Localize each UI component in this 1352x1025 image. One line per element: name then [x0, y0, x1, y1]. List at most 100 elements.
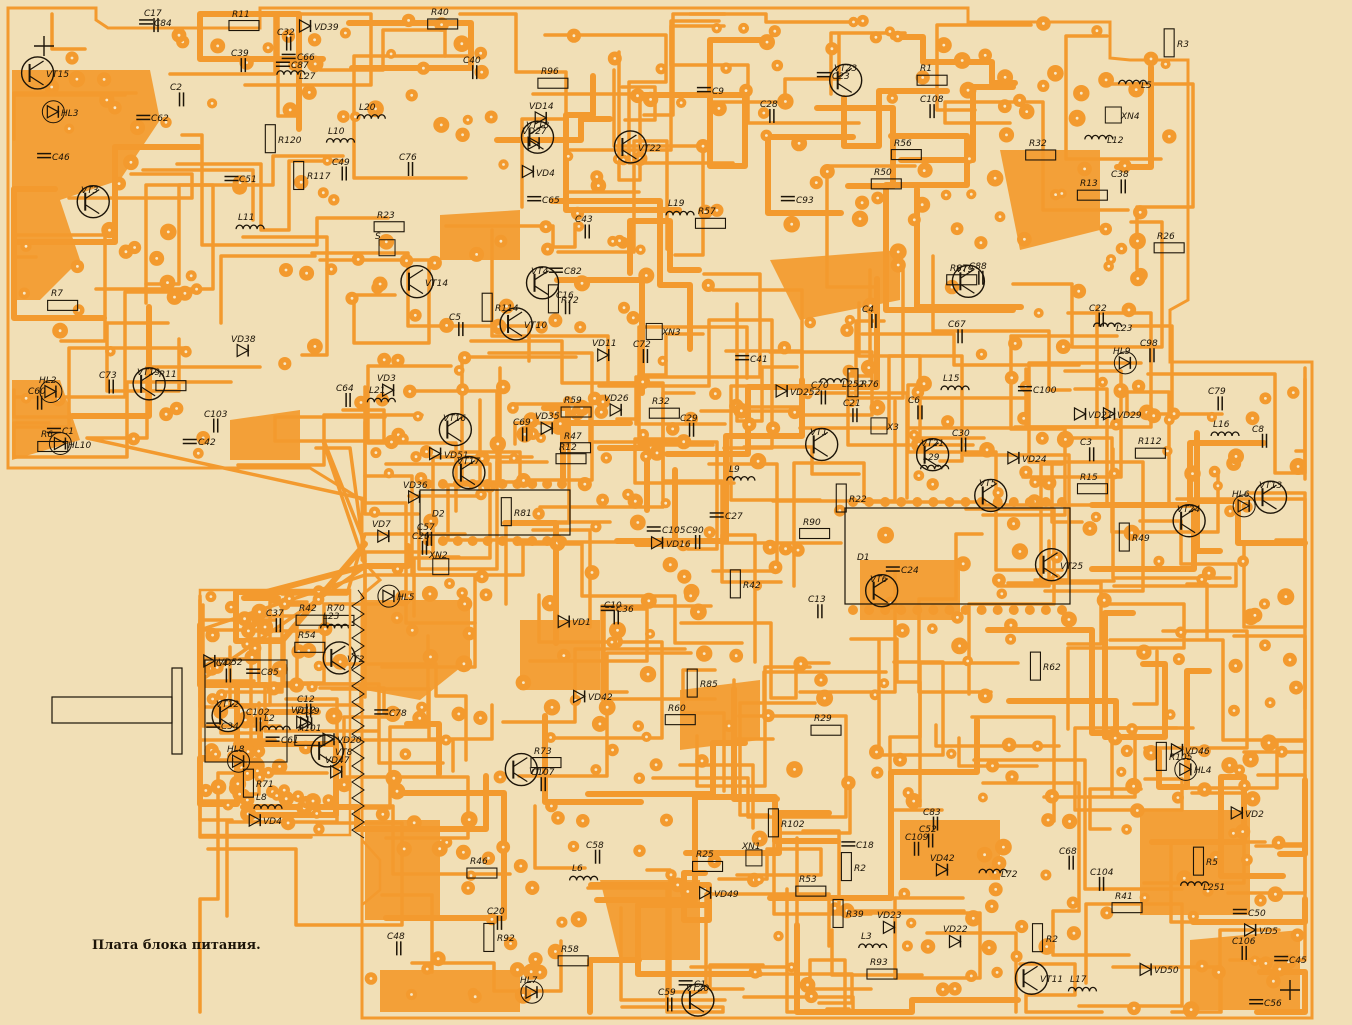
component-label: C49 — [332, 158, 350, 168]
copper-track — [12, 380, 233, 459]
solder-pad — [1260, 734, 1278, 752]
resistor-symbol — [686, 668, 698, 698]
copper-track — [1185, 582, 1209, 640]
component-label: R29 — [814, 714, 832, 724]
component-label: C82 — [564, 267, 582, 277]
solder-pad — [1259, 598, 1270, 610]
solder-pad — [1163, 414, 1175, 426]
component-label: C6 — [908, 396, 920, 406]
solder-pad — [1004, 370, 1019, 385]
component-label: C3 — [1080, 438, 1092, 448]
solder-pad — [570, 911, 587, 928]
resistor-symbol — [155, 380, 187, 392]
ground-fill — [1000, 150, 1100, 250]
component-label: C36 — [616, 605, 634, 615]
solder-pad — [252, 744, 266, 758]
solder-pad — [563, 151, 574, 162]
copper-track — [669, 19, 861, 125]
capacitor-symbol — [841, 841, 856, 847]
solder-pad — [684, 589, 698, 603]
resistor-symbol — [560, 406, 592, 418]
solder-pad — [307, 338, 323, 355]
component-label: VT22 — [638, 144, 661, 154]
component-label: R3 — [1177, 40, 1189, 50]
copper-track — [825, 164, 917, 289]
capacitor-symbol — [1232, 908, 1247, 915]
copper-track — [742, 445, 861, 476]
solder-pad — [408, 308, 422, 322]
resistor-symbol — [483, 922, 495, 953]
capacitor-symbol — [458, 322, 464, 337]
solder-pad — [759, 34, 775, 51]
transistor-symbol — [951, 264, 986, 299]
component-label: R59 — [564, 396, 582, 406]
component-label: C42 — [198, 438, 216, 448]
solder-pad — [940, 189, 952, 201]
component-label: C61 — [281, 736, 299, 746]
solder-pad — [1114, 383, 1126, 395]
solder-pad — [528, 952, 543, 967]
capacitor-symbol — [929, 104, 935, 119]
transistor-symbol — [864, 573, 899, 608]
copper-track — [635, 902, 763, 977]
solder-pad — [404, 590, 415, 602]
copper-track — [380, 893, 434, 974]
resistor-symbol — [866, 968, 898, 980]
component-label: VD36 — [403, 481, 428, 491]
component-label: VT23 — [834, 64, 857, 74]
component-label: C70 — [811, 381, 829, 391]
transistor-symbol — [132, 367, 166, 401]
solder-pad — [498, 159, 509, 170]
solder-pad — [1241, 853, 1253, 866]
solder-pad — [475, 488, 487, 501]
solder-pad — [742, 417, 757, 432]
connector-symbol — [432, 558, 450, 576]
component-label: D1 — [857, 553, 870, 563]
component-label: VT16 — [443, 414, 466, 424]
component-label: R76 — [861, 380, 879, 390]
solder-pad — [503, 936, 518, 951]
solder-pad — [391, 563, 404, 575]
transistor-symbol — [452, 455, 486, 490]
component-label: C56 — [1264, 999, 1282, 1009]
solder-pad — [306, 681, 318, 693]
diode-symbol — [1170, 742, 1184, 757]
component-label: C34 — [221, 722, 239, 732]
copper-track — [528, 607, 649, 694]
solder-pad — [1202, 885, 1214, 897]
solder-pad — [690, 603, 707, 621]
solder-pad — [1035, 431, 1049, 445]
component-label: C51 — [239, 175, 257, 185]
component-label: VT6 — [870, 575, 888, 585]
solder-pad — [190, 283, 203, 295]
solder-pad — [1133, 205, 1148, 220]
component-label: HL9 — [1113, 347, 1131, 357]
capacitor-symbol — [1017, 385, 1032, 392]
solder-pad — [886, 92, 898, 104]
component-label: VD3 — [377, 374, 396, 384]
solder-pad — [584, 565, 600, 580]
component-label: C52 — [919, 825, 937, 835]
diode-symbol — [1244, 922, 1257, 937]
ground-fill — [1190, 930, 1300, 1010]
component-label: R112 — [1138, 437, 1162, 447]
solder-pad — [573, 275, 591, 292]
solder-pad — [523, 412, 540, 429]
capacitor-symbol — [1098, 312, 1104, 327]
component-label: R62 — [1043, 663, 1061, 673]
solder-pad — [1221, 757, 1238, 774]
component-label: VT20 — [686, 984, 709, 994]
resistor-symbol — [557, 955, 589, 967]
power-board-caption: Плата блока питания. — [92, 938, 261, 953]
solder-pad — [600, 452, 612, 464]
resistor-symbol — [500, 497, 512, 527]
capacitor-symbol — [1241, 945, 1247, 960]
solder-pad — [405, 988, 418, 1001]
diode-symbol — [557, 614, 571, 629]
solder-pad — [907, 213, 921, 227]
solder-pad — [1055, 339, 1071, 354]
resistor-symbol — [1111, 902, 1143, 914]
component-label: VD52 — [218, 658, 243, 668]
copper-track — [1184, 739, 1307, 790]
component-label: VD20 — [337, 736, 362, 746]
